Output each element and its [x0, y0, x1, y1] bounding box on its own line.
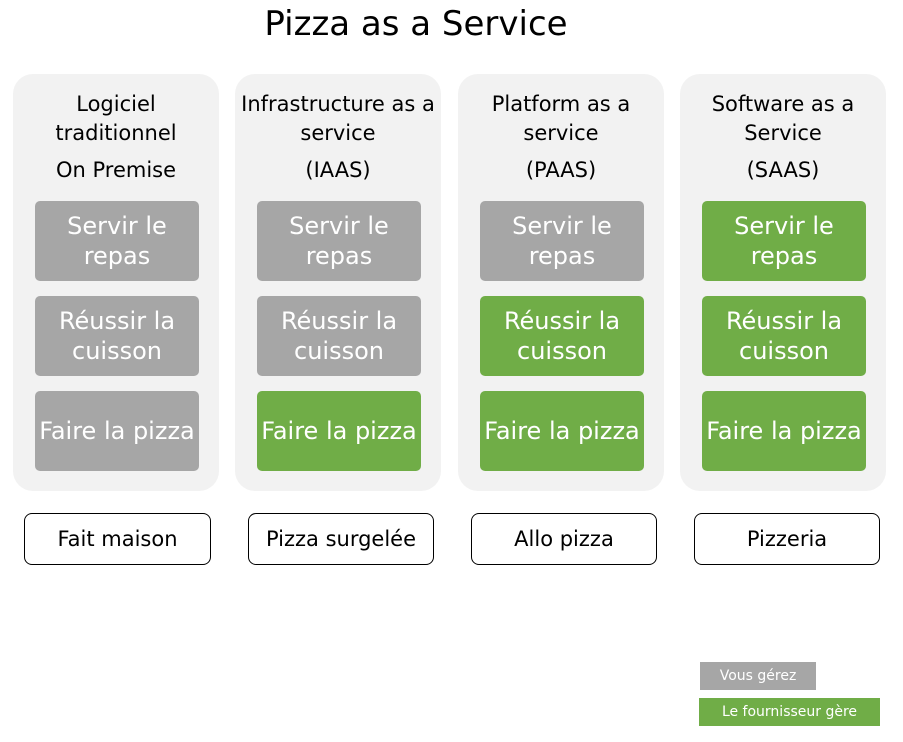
column-on-premise: Logiciel traditionnel On Premise Servir …	[13, 74, 219, 491]
analogy-box: Allo pizza	[471, 513, 657, 565]
layer-make: Faire la pizza	[702, 391, 866, 471]
legend-you-manage: Vous gérez	[700, 662, 816, 690]
diagram-title: Pizza as a Service	[264, 4, 568, 44]
column-subheading: (IAAS)	[305, 158, 371, 182]
legend-vendor-manages: Le fournisseur gère	[699, 698, 880, 726]
column-subheading: On Premise	[55, 158, 177, 182]
layer-serve: Servir le repas	[35, 201, 199, 281]
layer-cook: Réussir la cuisson	[35, 296, 199, 376]
layer-serve: Servir le repas	[702, 201, 866, 281]
column-heading: Logiciel traditionnel	[55, 92, 177, 145]
layer-cook: Réussir la cuisson	[480, 296, 644, 376]
column-subheading: (SAAS)	[746, 158, 820, 182]
column-subheading: (PAAS)	[525, 158, 597, 182]
layer-make: Faire la pizza	[257, 391, 421, 471]
analogy-box: Pizzeria	[694, 513, 880, 565]
column-heading: Platform as a service	[491, 92, 631, 145]
column-heading: Infrastructure as a service	[241, 92, 435, 145]
layer-cook: Réussir la cuisson	[702, 296, 866, 376]
layer-serve: Servir le repas	[257, 201, 421, 281]
column-paas: Platform as a service (PAAS) Servir le r…	[458, 74, 664, 491]
layer-cook: Réussir la cuisson	[257, 296, 421, 376]
layer-make: Faire la pizza	[480, 391, 644, 471]
layer-serve: Servir le repas	[480, 201, 644, 281]
column-heading: Software as a Service	[711, 92, 855, 145]
analogy-box: Fait maison	[24, 513, 211, 565]
analogy-box: Pizza surgelée	[248, 513, 434, 565]
layer-make: Faire la pizza	[35, 391, 199, 471]
column-saas: Software as a Service (SAAS) Servir le r…	[680, 74, 886, 491]
column-iaas: Infrastructure as a service (IAAS) Servi…	[235, 74, 441, 491]
